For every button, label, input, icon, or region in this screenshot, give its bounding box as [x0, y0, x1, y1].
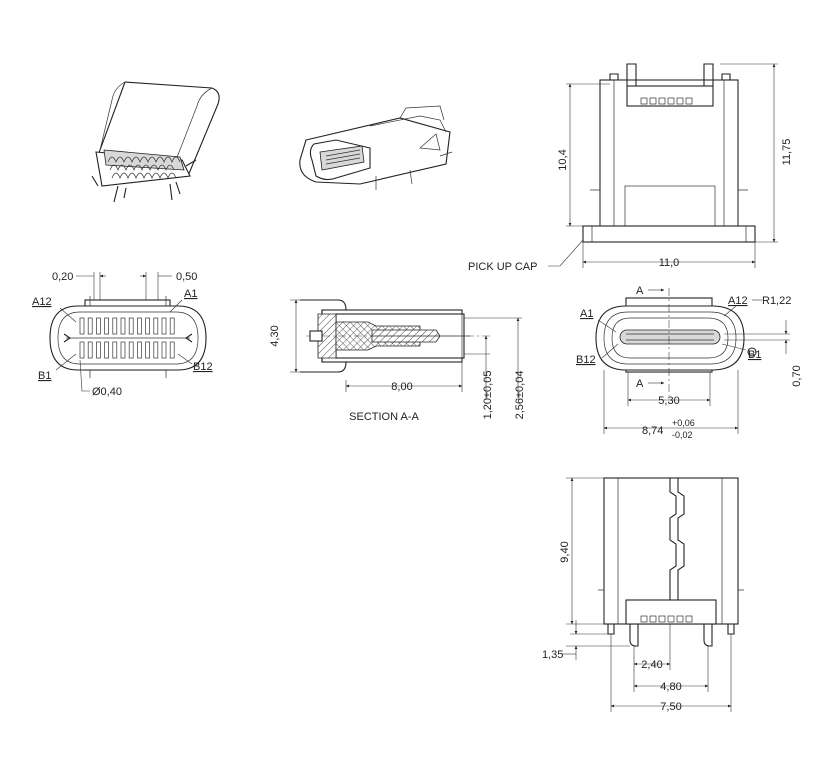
- contact-pin-top: [96, 317, 101, 335]
- pick-up-cap-callout: PICK UP CAP: [468, 239, 584, 273]
- dim-2-56-label: 2,56±0,04: [514, 371, 526, 420]
- section-a-a-view: 8,00: [290, 299, 522, 400]
- section-arrow-bottom: A: [636, 378, 644, 390]
- dim-0-70-label: 0,70: [791, 365, 803, 386]
- pin-a12-right-label: A12: [728, 295, 748, 307]
- contact-pin-bottom: [79, 341, 85, 359]
- rear-view: [598, 477, 744, 647]
- pin-b1-label: B1: [38, 370, 51, 382]
- dim-9-40-label: 9,40: [559, 541, 571, 562]
- dim-7-50: 7,50: [610, 634, 732, 713]
- dim-0-20-label: 0,20: [52, 271, 73, 283]
- contact-pin-bottom: [161, 341, 167, 359]
- isometric-view-horizontal: [299, 105, 453, 190]
- pin-labels-left: A12 A1 B1 B12 Ø0,40: [32, 288, 213, 398]
- contact-pin-bottom: [153, 341, 159, 359]
- section-title: SECTION A-A: [349, 411, 419, 423]
- dim-r1-22-label: R1,22: [762, 295, 791, 307]
- dim-11-75-label: 11,75: [781, 139, 793, 166]
- dim-dia-0-40-label: Ø0,40: [92, 386, 122, 398]
- dim-8-74-label: 8,74: [642, 425, 663, 437]
- pick-up-cap-label: PICK UP CAP: [468, 261, 538, 273]
- contact-pin-bottom: [145, 341, 150, 359]
- contact-pin-top: [79, 317, 85, 335]
- dim-8-74-tol-minus: -0,02: [672, 430, 693, 440]
- contact-pin-bottom: [96, 341, 101, 359]
- contact-pin-top: [153, 317, 159, 335]
- dim-10-4: 10,4: [557, 83, 610, 227]
- receptacle-face-view: [595, 288, 757, 396]
- pin-a12-label: A12: [32, 296, 52, 308]
- front-view-with-cap: [582, 63, 756, 243]
- dim-5-30: 5,30: [627, 372, 711, 407]
- dim-1-35-label: 1,35: [542, 649, 563, 661]
- pin-a1-label: A1: [184, 288, 197, 300]
- dim-10-4-label: 10,4: [557, 149, 569, 170]
- contact-pin-top: [104, 317, 109, 335]
- dim-7-50-label: 7,50: [660, 701, 681, 713]
- contact-pin-bottom: [112, 341, 118, 359]
- dim-4-80: 4,80: [633, 646, 709, 693]
- contact-pin-top: [145, 317, 150, 335]
- contact-pin-top: [120, 317, 126, 335]
- contact-pin-bottom: [128, 341, 134, 359]
- dim-0-50-label: 0,50: [176, 271, 197, 283]
- dim-1-20-label: 1,20±0,05: [482, 371, 494, 420]
- contact-pin-bottom: [87, 341, 93, 359]
- dim-8-74-tol-plus: +0,06: [672, 418, 695, 428]
- contact-pin-bottom: [120, 341, 126, 359]
- pin-a1-right-label: A1: [580, 308, 593, 320]
- contact-pin-bottom: [104, 341, 109, 359]
- dim-4-30-label: 4,30: [269, 325, 281, 346]
- dim-0-20: 0,20: [52, 271, 106, 300]
- contact-pin-top: [137, 317, 142, 335]
- contact-pin-top: [128, 317, 134, 335]
- contact-pin-top: [161, 317, 167, 335]
- dim-11-0: 11,0: [582, 242, 756, 269]
- isometric-view-vertical: [91, 81, 220, 203]
- dim-0-50: 0,50: [140, 271, 197, 300]
- dim-4-80-label: 4,80: [660, 681, 681, 693]
- contact-pin-bottom: [137, 341, 142, 359]
- contact-pin-bottom: [169, 341, 175, 359]
- dim-8-74: 8,74 +0,06 -0,02: [603, 370, 739, 440]
- pin-b12-label: B12: [193, 361, 213, 373]
- contact-pin-top: [87, 317, 93, 335]
- dim-9-40: 9,40: [559, 477, 604, 625]
- dim-2-40: 2,40: [633, 624, 671, 671]
- dim-11-0-label: 11,0: [659, 257, 680, 269]
- dim-0-70: 0,70: [724, 320, 803, 387]
- pin-b12-right-label: B12: [576, 354, 596, 366]
- pin-face-view: [49, 296, 207, 378]
- dim-2-40-label: 2,40: [641, 659, 662, 671]
- dim-8-00-label: 8,00: [391, 381, 412, 393]
- dim-11-75: 11,75: [720, 63, 793, 243]
- contact-pin-top: [112, 317, 118, 335]
- contact-pin-top: [169, 317, 175, 335]
- section-markers: A A: [636, 285, 665, 390]
- section-arrow-top: A: [636, 285, 644, 297]
- pin-b1-right-label: B1: [748, 349, 761, 361]
- pin-labels-right: A12 R1,22 A1 B12 B1: [576, 295, 791, 366]
- dim-5-30-label: 5,30: [658, 395, 679, 407]
- dim-1-35: 1,35: [542, 620, 630, 661]
